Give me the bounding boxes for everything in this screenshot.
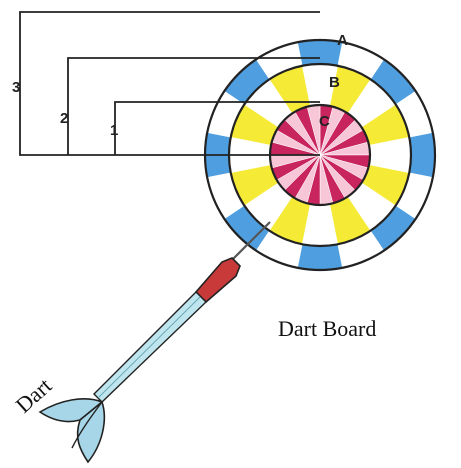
dimension-label-3: 3: [12, 79, 20, 96]
dart-barrel: [196, 258, 240, 302]
ring-label-c: C: [319, 113, 330, 130]
dart-shaft-highlight: [98, 297, 200, 398]
ring-label-b: B: [329, 74, 340, 91]
ring-label-a: A: [337, 32, 348, 49]
outer-segment: [409, 133, 435, 178]
dart-icon: [40, 222, 270, 462]
dimension-label-1: 1: [110, 122, 118, 139]
outer-segment: [298, 244, 343, 270]
board-caption: Dart Board: [278, 316, 376, 341]
outer-segment: [298, 40, 343, 66]
dimension-label-2: 2: [60, 110, 68, 127]
